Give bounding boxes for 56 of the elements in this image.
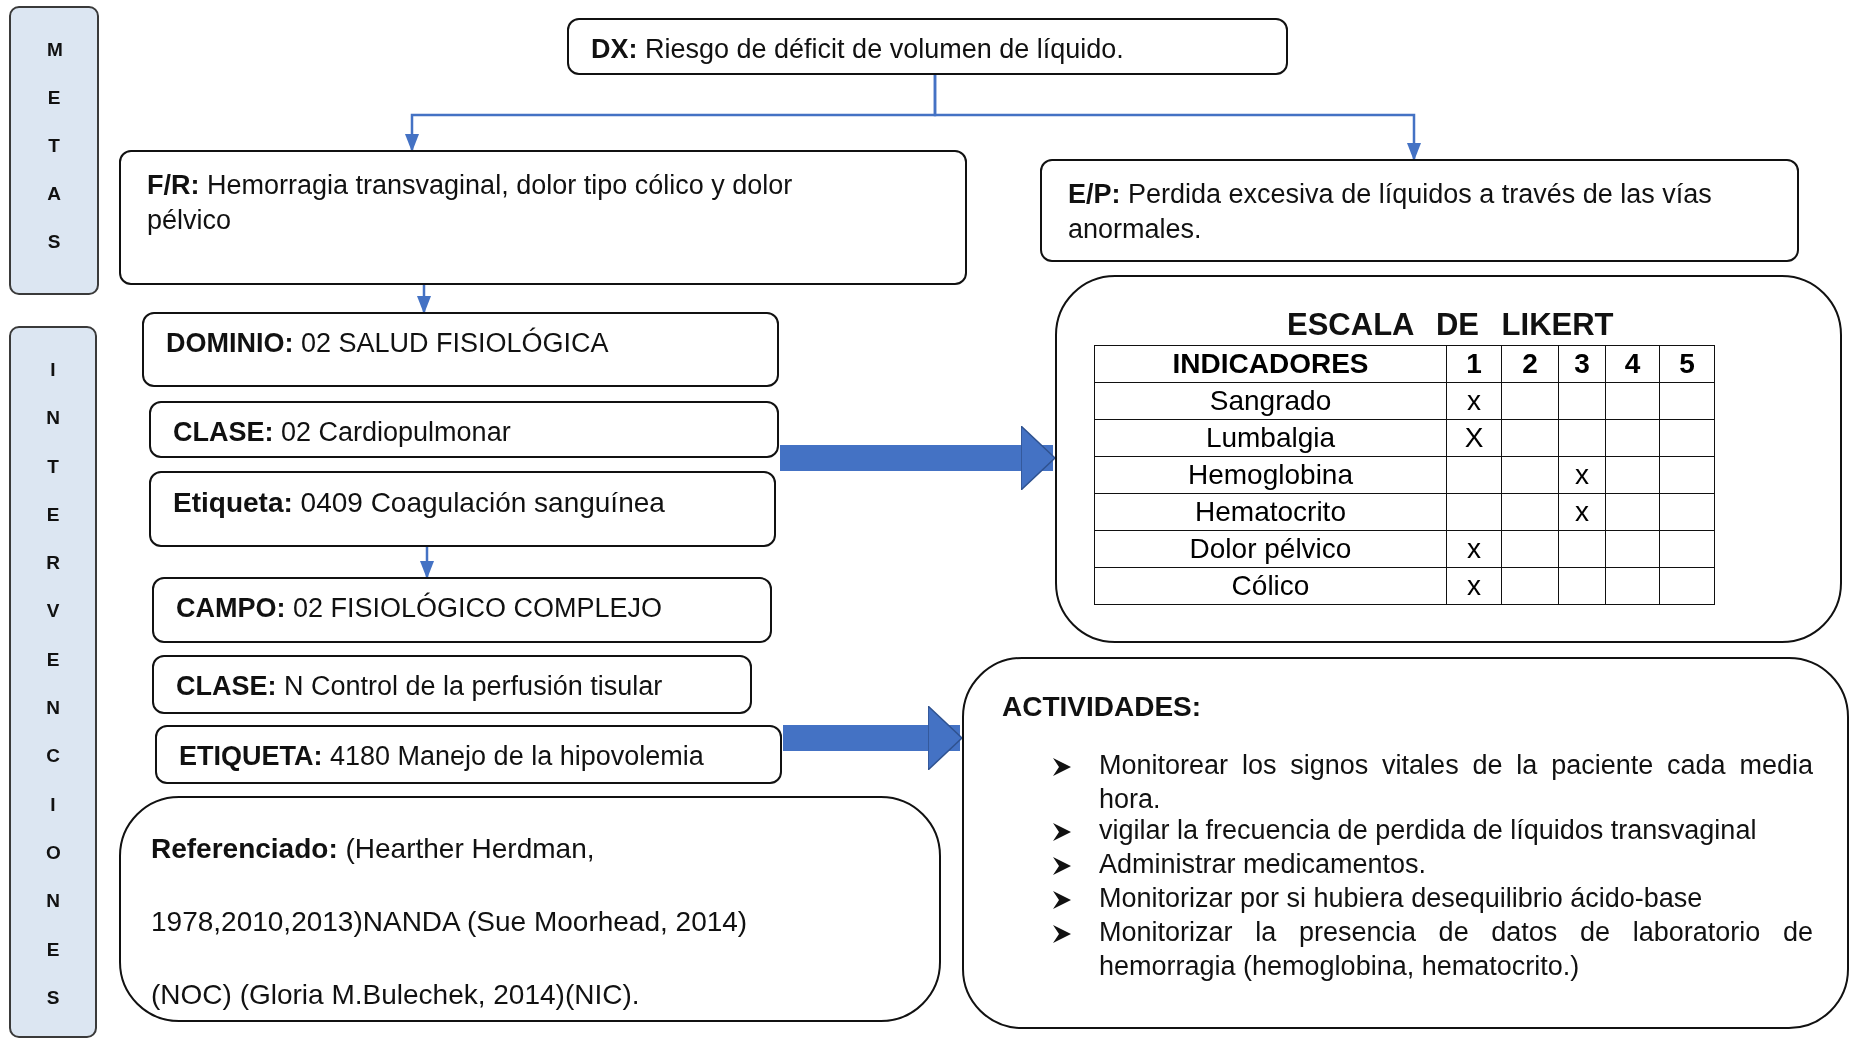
activity-item: Monitorear los signos vitales de la paciente cada media hora. <box>1099 749 1813 816</box>
activities-box <box>962 657 1849 1029</box>
table-cell: x <box>1558 456 1606 494</box>
label-box <box>142 312 779 387</box>
section-heading: ACTIVIDADES: <box>1002 690 1202 724</box>
table-cell: Hemoglobina <box>1094 456 1447 494</box>
label-text: CLASE: 02 Cardiopulmonar <box>173 416 512 449</box>
label-box <box>152 655 752 714</box>
table-cell: Hematocrito <box>1094 493 1447 531</box>
label-box <box>152 577 772 643</box>
label-box <box>149 401 779 458</box>
activity-item: Administrar medicamentos. <box>1099 848 1428 881</box>
table-cell: x <box>1446 530 1502 568</box>
sidebar-box <box>9 326 97 1038</box>
table-cell: x <box>1558 493 1606 531</box>
label-text: ETIQUETA: 4180 Manejo de la hipovolemia <box>179 740 705 773</box>
table-cell: x <box>1446 382 1502 420</box>
table-cell: Dolor pélvico <box>1094 530 1447 568</box>
vertical-label: METAS <box>47 38 61 254</box>
diagnosis-box <box>567 18 1288 75</box>
table-cell: Cólico <box>1094 567 1447 605</box>
activity-item: Monitorizar la presencia de datos de laboratorio de hemorragia (hemoglobina, hematocrito.) <box>1099 916 1813 983</box>
vertical-label: INTERVENCIONES <box>46 358 60 1010</box>
evidence-box <box>1040 159 1799 262</box>
header-cell: 1 <box>1446 345 1502 383</box>
label-text: E/P: Perdida excesiva de líquidos a través de las vías anormales. <box>1068 178 1713 247</box>
label-box <box>155 725 782 784</box>
label-text: CAMPO: 02 FISIOLÓGICO COMPLEJO <box>176 591 664 625</box>
label-box <box>149 471 776 547</box>
scale-box <box>1055 275 1842 643</box>
label-text: DX: Riesgo de déficit de volumen de líquido. <box>591 33 1125 66</box>
label-text: CLASE: N Control de la perfusión tisular <box>176 670 664 703</box>
label-text: DOMINIO: 02 SALUD FISIOLÓGICA <box>166 326 610 360</box>
block-arrow <box>783 705 963 771</box>
scale-title: ESCALA DE LIKERT <box>1287 306 1614 344</box>
sidebar-box <box>9 6 99 295</box>
header-cell: 4 <box>1605 345 1660 383</box>
arrow <box>417 285 431 314</box>
header-cell: 3 <box>1558 345 1606 383</box>
header-cell: INDICADORES <box>1094 345 1447 383</box>
arrow <box>420 547 434 579</box>
reference-box <box>119 796 941 1022</box>
header-cell: 5 <box>1659 345 1715 383</box>
table-cell: Sangrado <box>1094 382 1447 420</box>
table-cell: x <box>1446 567 1502 605</box>
factor-box <box>119 150 967 285</box>
label-text: Etiqueta: 0409 Coagulación sanguínea <box>173 486 666 520</box>
table-cell: Lumbalgia <box>1094 419 1447 457</box>
arrow <box>933 75 1421 161</box>
label-text: F/R: Hemorragia transvaginal, dolor tipo cólico y dolor pélvico <box>147 169 794 238</box>
header-cell: 2 <box>1501 345 1559 383</box>
activity-item: vigilar la frecuencia de perdida de líquidos transvaginal <box>1099 814 1758 847</box>
activity-item: Monitorizar por si hubiera desequilibrio ácido-base <box>1099 882 1704 915</box>
reference-text: Referenciado: (Hearther Herdman, 1978,2010,2013)NANDA (Sue Moorhead, 2014)(NOC) (Gloria M.Bulechek, 2014)(NIC). <box>151 832 749 1012</box>
block-arrow <box>780 425 1056 491</box>
table-cell: X <box>1446 419 1502 457</box>
